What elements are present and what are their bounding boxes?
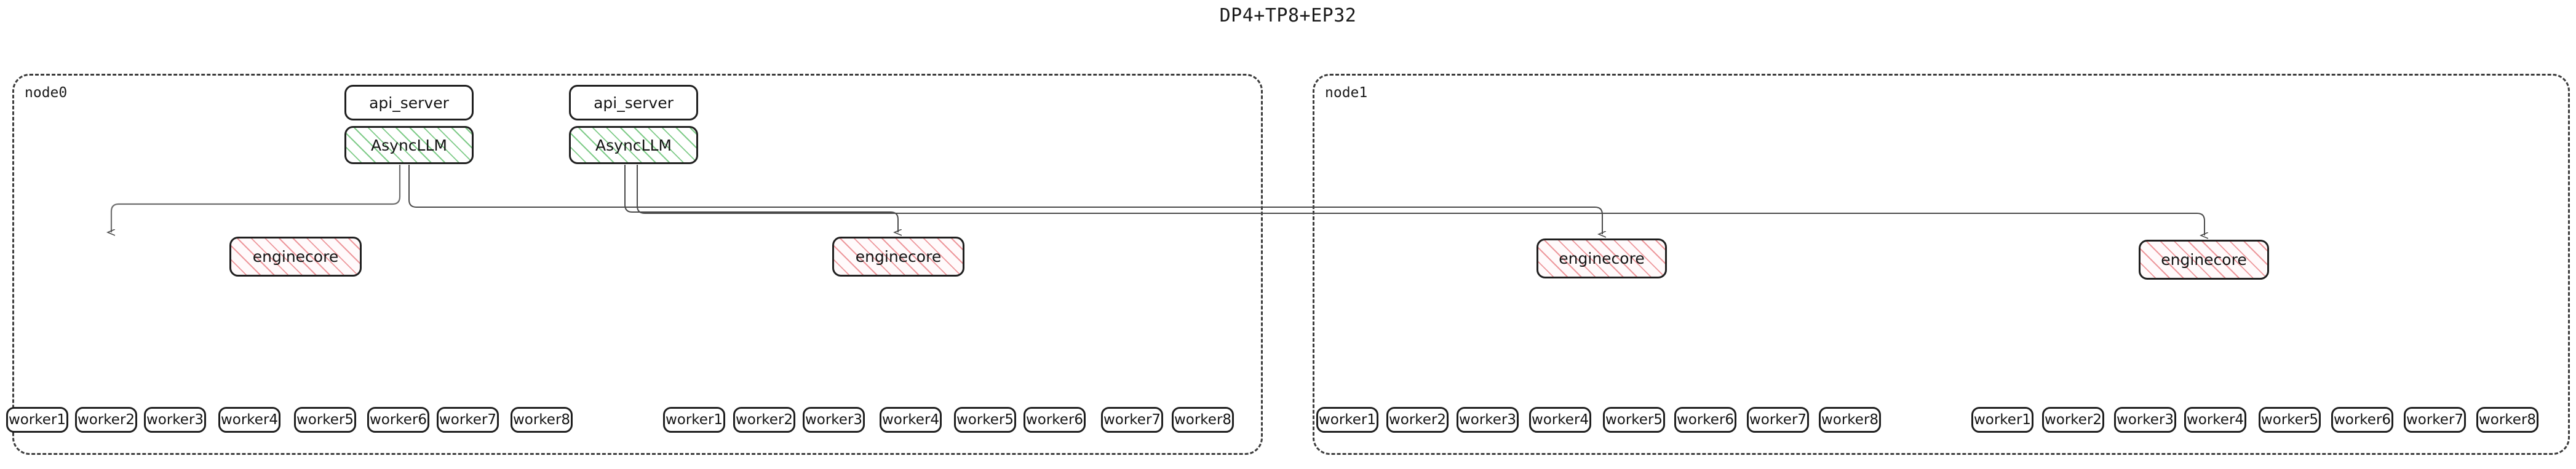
worker-box[interactable]: worker2 <box>1386 407 1449 433</box>
worker-box[interactable]: worker4 <box>880 407 942 433</box>
worker-box[interactable]: worker8 <box>511 407 573 433</box>
worker-label: worker8 <box>1821 412 1879 428</box>
enginecore-box-3[interactable]: enginecore <box>2139 240 2269 280</box>
asyncllm-box-1[interactable]: AsyncLLM <box>569 126 698 164</box>
worker-box[interactable]: worker3 <box>2114 407 2176 433</box>
worker-box[interactable]: worker5 <box>954 407 1016 433</box>
enginecore-box-0[interactable]: enginecore <box>229 237 362 277</box>
api-server-box-0[interactable]: api_server <box>344 85 474 120</box>
worker-label: worker2 <box>1388 412 1447 428</box>
worker-label: worker6 <box>1025 412 1084 428</box>
worker-box[interactable]: worker5 <box>1603 407 1665 433</box>
worker-box[interactable]: worker8 <box>1819 407 1881 433</box>
worker-label: worker6 <box>2333 412 2391 428</box>
worker-box[interactable]: worker7 <box>437 407 499 433</box>
asyncllm-label: AsyncLLM <box>371 136 447 154</box>
worker-label: worker4 <box>881 412 940 428</box>
worker-label: worker4 <box>220 412 279 428</box>
worker-box[interactable]: worker7 <box>1101 407 1163 433</box>
worker-label: worker3 <box>1458 412 1517 428</box>
worker-box[interactable]: worker6 <box>2331 407 2393 433</box>
worker-box[interactable]: worker3 <box>144 407 206 433</box>
api-server-label: api_server <box>594 93 674 112</box>
worker-label: worker4 <box>2186 412 2244 428</box>
worker-label: worker2 <box>77 412 135 428</box>
enginecore-label: enginecore <box>855 248 942 266</box>
worker-box[interactable]: worker2 <box>733 407 795 433</box>
worker-box[interactable]: worker8 <box>2476 407 2538 433</box>
page-title: DP4+TP8+EP32 <box>1219 5 1357 26</box>
worker-box[interactable]: worker1 <box>1316 407 1378 433</box>
worker-label: worker3 <box>805 412 863 428</box>
worker-label: worker5 <box>296 412 354 428</box>
worker-box[interactable]: worker4 <box>1529 407 1591 433</box>
worker-box[interactable]: worker2 <box>75 407 137 433</box>
asyncllm-label: AsyncLLM <box>595 136 672 154</box>
worker-label: worker7 <box>1749 412 1807 428</box>
worker-label: worker3 <box>146 412 204 428</box>
worker-label: worker7 <box>439 412 497 428</box>
worker-label: worker7 <box>2406 412 2464 428</box>
worker-label: worker1 <box>1318 412 1377 428</box>
enginecore-box-1[interactable]: enginecore <box>832 237 964 277</box>
worker-label: worker1 <box>1973 412 2032 428</box>
worker-box[interactable]: worker7 <box>1747 407 1809 433</box>
node-container-node1 <box>1313 74 2570 455</box>
worker-box[interactable]: worker5 <box>294 407 356 433</box>
worker-label: worker3 <box>2116 412 2174 428</box>
worker-label: worker1 <box>665 412 723 428</box>
worker-box[interactable]: worker1 <box>6 407 68 433</box>
enginecore-label: enginecore <box>1559 250 1645 267</box>
worker-box[interactable]: worker4 <box>2184 407 2246 433</box>
worker-box[interactable]: worker6 <box>1674 407 1736 433</box>
api-server-box-1[interactable]: api_server <box>569 85 698 120</box>
worker-label: worker5 <box>2260 412 2319 428</box>
worker-box[interactable]: worker6 <box>367 407 429 433</box>
worker-label: worker6 <box>369 412 427 428</box>
worker-box[interactable]: worker4 <box>218 407 280 433</box>
node-container-node0 <box>12 74 1263 455</box>
worker-label: worker2 <box>735 412 793 428</box>
worker-box[interactable]: worker5 <box>2259 407 2321 433</box>
worker-box[interactable]: worker3 <box>803 407 865 433</box>
worker-box[interactable]: worker8 <box>1172 407 1234 433</box>
enginecore-label: enginecore <box>2161 251 2247 269</box>
worker-box[interactable]: worker7 <box>2404 407 2466 433</box>
node-label-node0: node0 <box>25 85 68 101</box>
worker-box[interactable]: worker1 <box>663 407 725 433</box>
worker-label: worker8 <box>512 412 571 428</box>
worker-label: worker2 <box>2044 412 2102 428</box>
node-label-node1: node1 <box>1325 85 1368 101</box>
api-server-label: api_server <box>369 93 449 112</box>
worker-label: worker8 <box>2478 412 2537 428</box>
worker-label: worker8 <box>1174 412 1232 428</box>
worker-box[interactable]: worker3 <box>1457 407 1519 433</box>
enginecore-label: enginecore <box>252 248 339 266</box>
worker-label: worker1 <box>8 412 66 428</box>
worker-box[interactable]: worker6 <box>1024 407 1086 433</box>
worker-label: worker5 <box>1605 412 1663 428</box>
asyncllm-box-0[interactable]: AsyncLLM <box>344 126 474 164</box>
worker-label: worker4 <box>1531 412 1589 428</box>
worker-label: worker7 <box>1103 412 1161 428</box>
worker-label: worker6 <box>1676 412 1735 428</box>
enginecore-box-2[interactable]: enginecore <box>1536 238 1667 278</box>
worker-box[interactable]: worker2 <box>2042 407 2104 433</box>
worker-box[interactable]: worker1 <box>1971 407 2033 433</box>
worker-label: worker5 <box>956 412 1014 428</box>
